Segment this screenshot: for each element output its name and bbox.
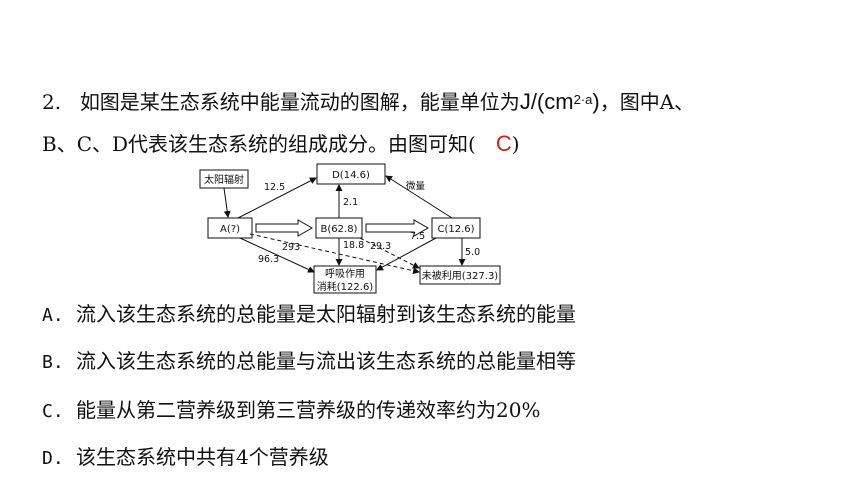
arrow-sun-to-a xyxy=(223,187,231,218)
option-b[interactable]: B. 流入该生态系统的总能量与流出该生态系统的总能量相等 xyxy=(42,347,576,377)
label-c-resp: 7.5 xyxy=(410,231,425,242)
option-a-letter: A. xyxy=(42,305,64,326)
respiration-label-1: 呼吸作用 xyxy=(325,268,365,280)
arrow-a-to-b xyxy=(255,219,314,237)
option-b-letter: B. xyxy=(42,352,64,373)
label-trace: 微量 xyxy=(406,180,426,192)
node-c-label: C(12.6) xyxy=(437,224,474,235)
label-c-unused: 5.0 xyxy=(465,247,480,258)
node-a-box xyxy=(207,217,253,239)
option-c-text: 能量从第二营养级到第三营养级的传递效率约为20% xyxy=(76,398,541,422)
option-b-text: 流入该生态系统的总能量与流出该生态系统的总能量相等 xyxy=(76,349,576,373)
option-c-letter: C. xyxy=(42,401,64,422)
unused-label: 未被利用(327.3) xyxy=(422,269,499,282)
energy-flow-diagram: 太阳辐射 D(14.6) A(?) B(62.8) C(12.6) 呼吸作用 消… xyxy=(199,163,501,294)
arrow-a-to-unused xyxy=(249,233,420,275)
node-c-box xyxy=(431,217,481,239)
arrow-b-to-c xyxy=(365,219,430,237)
label-a-resp: 96.3 xyxy=(258,254,279,265)
energy-unit: J/(cm2·a) xyxy=(519,89,600,114)
question-line-1: 2. 如图是某生态系统中能量流动的图解，能量单位为J/(cm2·a)，图中A、 xyxy=(42,88,694,116)
label-b-resp: 18.8 xyxy=(343,240,364,251)
label-a-to-d: 12.5 xyxy=(264,182,285,193)
question-text-part2: ，图中A、 xyxy=(599,90,695,114)
node-d-box xyxy=(316,163,386,185)
option-d-letter: D. xyxy=(42,448,64,469)
label-b-to-d: 2.1 xyxy=(343,197,358,208)
option-c[interactable]: C. 能量从第二营养级到第三营养级的传递效率约为20% xyxy=(42,396,540,426)
question-text-line2: B、C、D代表该生态系统的组成成分。由图可知( xyxy=(42,132,476,156)
question-close-paren: ) xyxy=(511,132,520,156)
question-line-2: B、C、D代表该生态系统的组成成分。由图可知( C) xyxy=(42,130,520,158)
option-d[interactable]: D. 该生态系统中共有4个营养级 xyxy=(42,443,329,473)
answer-mark: C xyxy=(495,131,512,156)
respiration-box xyxy=(313,265,377,294)
arrow-c-to-d xyxy=(385,175,453,219)
option-d-text: 该生态系统中共有4个营养级 xyxy=(76,445,329,469)
unused-box xyxy=(419,265,501,285)
question-text-part1: 如图是某生态系统中能量流动的图解，能量单位为 xyxy=(79,90,520,114)
label-a-unused: 293 xyxy=(282,242,300,253)
node-d-label: D(14.6) xyxy=(332,170,370,181)
arrow-a-to-d xyxy=(237,177,317,219)
label-b-unused: 29.3 xyxy=(370,241,391,252)
option-a-text: 流入该生态系统的总能量是太阳辐射到该生态系统的能量 xyxy=(76,302,576,326)
respiration-label-2: 消耗(122.6) xyxy=(317,280,374,293)
sun-label: 太阳辐射 xyxy=(204,173,244,186)
node-a-label: A(?) xyxy=(220,224,240,235)
node-b-label: B(62.8) xyxy=(321,224,358,235)
arrow-a-to-resp xyxy=(239,237,315,273)
question-number: 2. xyxy=(42,90,62,114)
option-a[interactable]: A. 流入该生态系统的总能量是太阳辐射到该生态系统的能量 xyxy=(42,300,576,330)
